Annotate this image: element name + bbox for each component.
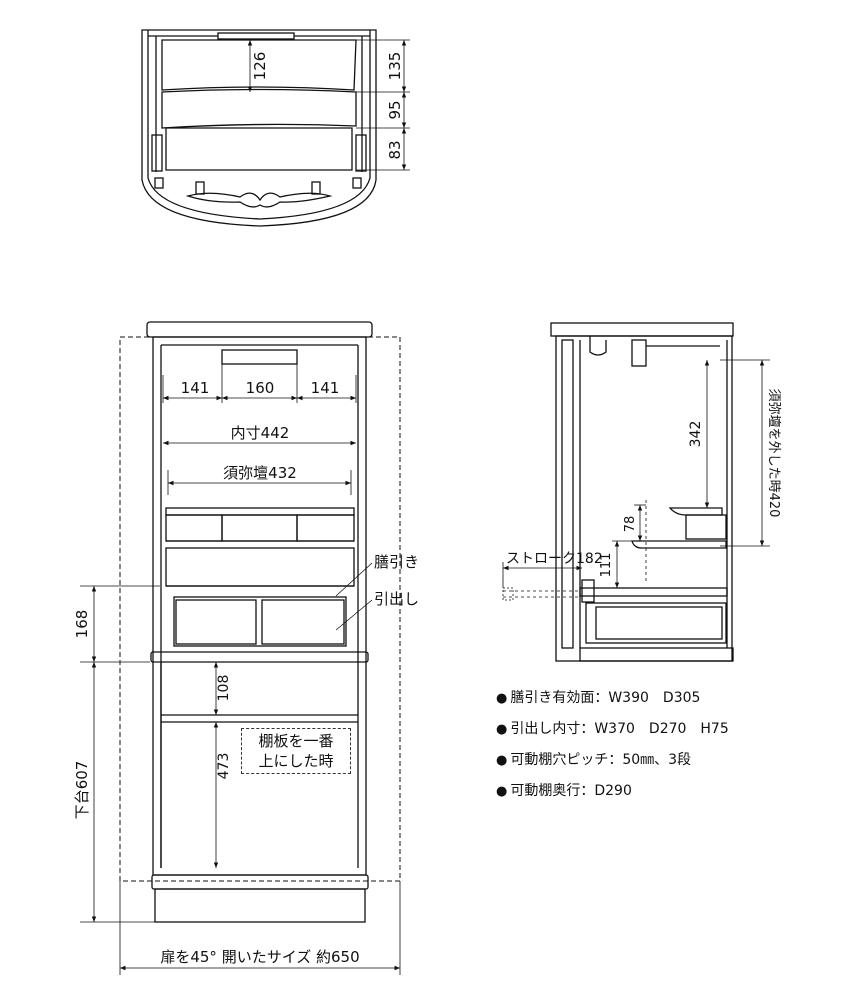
drawer-top [161, 39, 357, 91]
sumidan-removed-label: 須弥壇を外した時420 [766, 389, 782, 518]
spec-item: 膳引き有効面：W390 D305 [496, 688, 729, 719]
label-hikidashi: 引出し [374, 590, 419, 608]
note-line-2: 上にした時 [258, 752, 334, 770]
dim-342: 342 [688, 421, 704, 448]
ornament-handle [185, 192, 333, 208]
side-view [502, 322, 770, 662]
door-open-size: 扉を45° 開いたサイズ 約650 [160, 948, 359, 966]
label-zenbiki: 膳引き [374, 553, 419, 571]
top-crown [146, 321, 373, 338]
spec-item: 可動棚穴ピッチ：50㎜、3段 [496, 750, 729, 781]
dim-135: 135 [386, 52, 404, 81]
dim-160: 160 [246, 379, 275, 397]
dim-111: 111 [599, 553, 614, 578]
spec-item: 引出し内寸：W370 D270 H75 [496, 719, 728, 750]
dim-126: 126 [251, 52, 269, 81]
dim-141-right: 141 [311, 379, 340, 397]
dim-83: 83 [386, 140, 404, 159]
dim-168: 168 [73, 610, 91, 639]
stroke-label: ストローク182 [506, 551, 603, 567]
note-line-1: 棚板を一番 [258, 732, 334, 750]
spec-list: 膳引き有効面：W390 D305 引出し内寸：W370 D270 H75 可動棚… [496, 688, 729, 812]
front-view [80, 321, 401, 975]
sumidan-width-label: 須弥壇432 [223, 464, 297, 482]
shelf-note: 棚板を一番 上にした時 [241, 728, 351, 774]
dim-108: 108 [216, 675, 232, 702]
top-view-outline [141, 29, 377, 227]
drawer-left [175, 599, 257, 645]
drawer-mid [161, 88, 357, 129]
dim-473: 473 [216, 753, 232, 780]
dim-shitadai: 下台607 [73, 761, 91, 820]
spec-item: 可動棚奥行：D290 [496, 781, 729, 812]
sumidan [165, 507, 355, 516]
drawer-right [261, 599, 345, 645]
dim-141-left: 141 [181, 379, 210, 397]
zenbiki-tray [165, 547, 355, 587]
dim-78: 78 [623, 516, 638, 533]
dim-95: 95 [386, 100, 404, 119]
inner-width-label: 内寸442 [231, 424, 290, 442]
top-view [141, 29, 410, 227]
